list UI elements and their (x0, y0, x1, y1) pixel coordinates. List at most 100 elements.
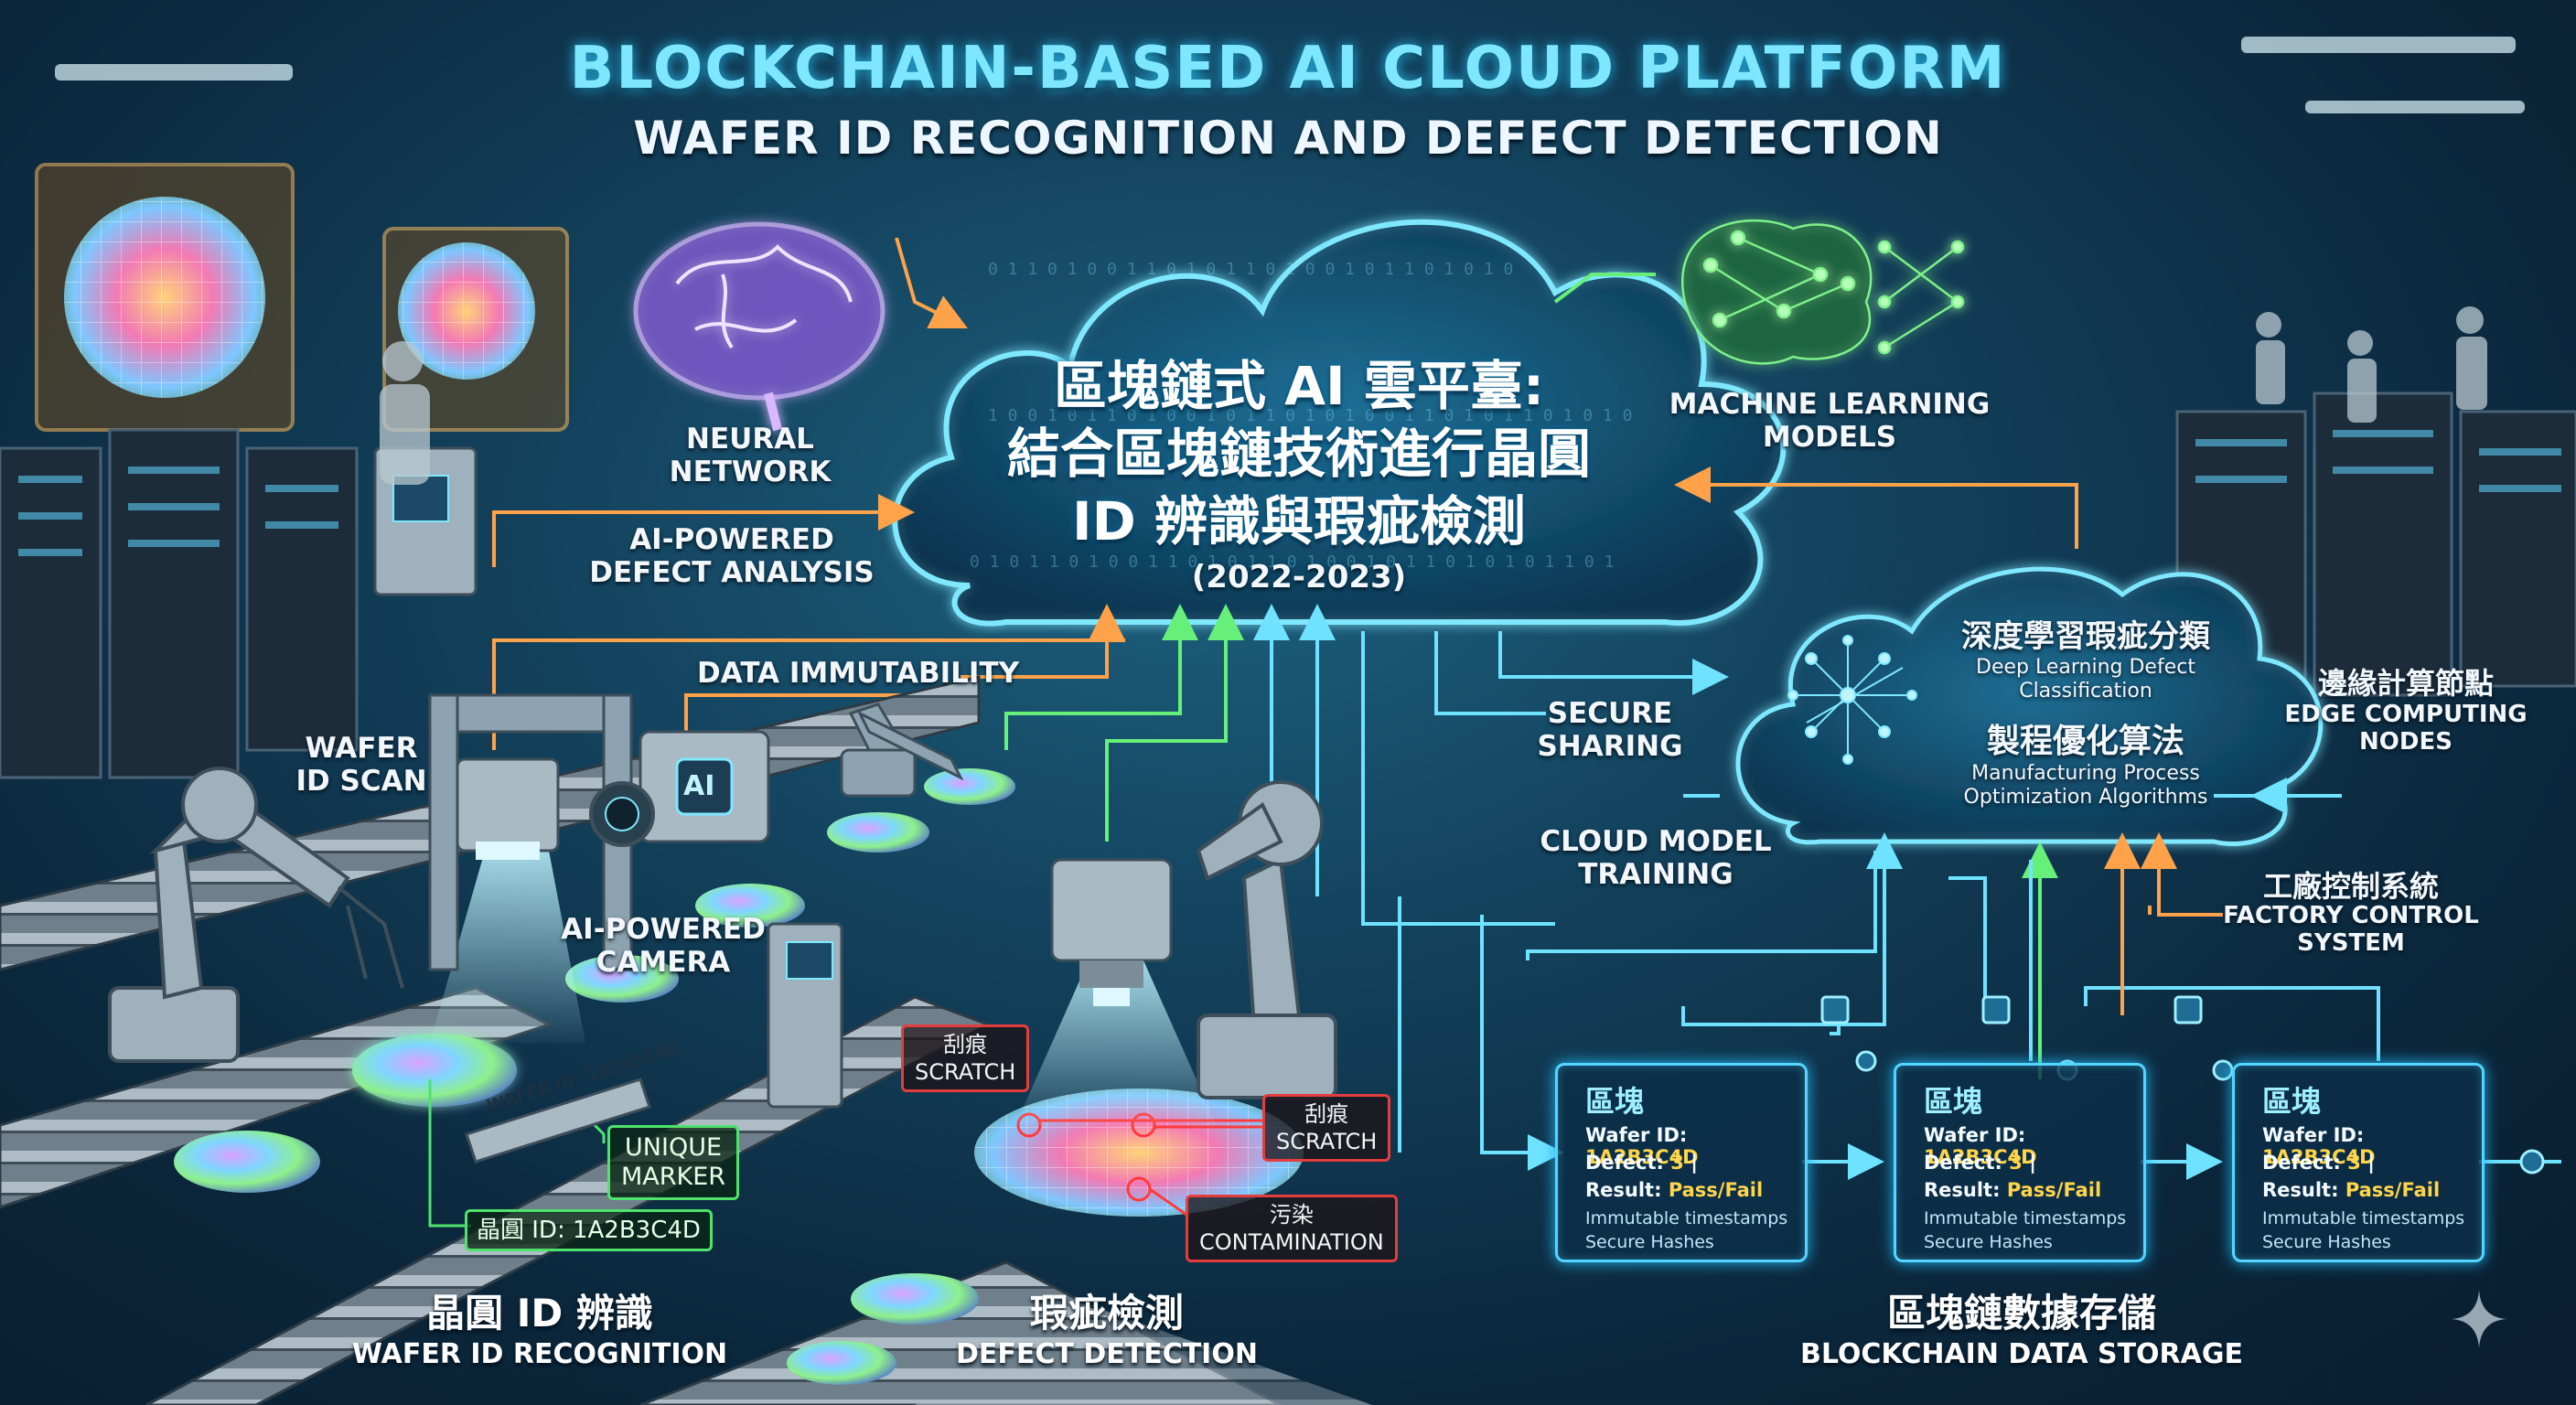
svg-text:1 0 0 1 0 1 1 0 1 0 0 1 0 1 1: 1 0 0 1 0 1 1 0 1 0 0 1 0 1 1 0 1 0 1 0 … (988, 406, 1632, 425)
defect-value: 3 (2009, 1152, 2023, 1174)
sub-title: WAFER ID RECOGNITION AND DEFECT DETECTIO… (633, 112, 1943, 165)
wafer-value: 1A2B3C4D (1924, 1146, 2037, 1168)
defect-tag-en: CONTAMINATION (1199, 1229, 1384, 1255)
robot-arm-back (840, 702, 964, 798)
secondary-cloud-text: 深度學習瑕疵分類 Deep Learning Defect Classifica… (1930, 611, 2241, 810)
block-note-timestamps: Immutable timestamps (1924, 1208, 2127, 1228)
block-title: 區塊 (1585, 1084, 1645, 1119)
section-chain-en: BLOCKCHAIN DATA STORAGE (1800, 1338, 2243, 1370)
factory-zh-label: 工廠控制系統 (2262, 869, 2439, 904)
section-blockchain: 區塊鏈數據存儲 BLOCKCHAIN DATA STORAGE (1793, 1282, 2250, 1370)
wafer-id-scan-label: WAFER ID SCAN (295, 732, 427, 798)
robot-arm-left (108, 767, 404, 1063)
result-label: Result: (1585, 1179, 1662, 1201)
result-value: Pass/Fail (2345, 1179, 2441, 1201)
dl-en-label: Deep Learning Defect Classification (1976, 656, 2195, 702)
defect-tag-zh: 刮痕 (1304, 1101, 1349, 1127)
section-defect: 瑕疵檢測 DEFECT DETECTION (915, 1282, 1299, 1370)
defect-camera (1050, 858, 1173, 1006)
defect-tag-contamination: 污染 CONTAMINATION (1186, 1195, 1398, 1262)
section-wafer-en: WAFER ID RECOGNITION (351, 1338, 728, 1370)
secure-sharing-label: SECURE SHARING (1537, 697, 1683, 763)
edge-zh-label: 邊緣計算節點 (2317, 666, 2494, 701)
block-note-hashes: Secure Hashes (1924, 1232, 2053, 1252)
mfg-zh-label: 製程優化算法 (1986, 723, 2184, 760)
block-result-row: Result: Pass/Fail (1924, 1179, 2101, 1201)
block-title: 區塊 (1924, 1084, 1983, 1119)
defect-suffix: | (2367, 1152, 2375, 1174)
section-wafer-id: 晶圓 ID 辨識 WAFER ID RECOGNITION (329, 1282, 750, 1370)
defect-label: Defect: (1924, 1152, 2002, 1174)
main-title: BLOCKCHAIN-BASED AI CLOUD PLATFORM (569, 35, 2007, 102)
block-note-timestamps: Immutable timestamps (1585, 1208, 1788, 1228)
edge-en-label: EDGE COMPUTING NODES (2284, 701, 2528, 756)
block-note-hashes: Secure Hashes (1585, 1232, 1714, 1252)
dl-zh-label: 深度學習瑕疵分類 (1961, 618, 2210, 655)
technician-figures (380, 306, 2487, 485)
defect-tag-zh: 污染 (1269, 1202, 1314, 1228)
neural-network-label: NEURAL NETWORK (669, 423, 832, 488)
ai-defect-analysis-label: AI-POWERED DEFECT ANALYSIS (589, 523, 875, 589)
brain-icon (633, 221, 886, 432)
cloud-line-1: 區塊鏈式 AI 雲平臺: (1053, 355, 1545, 417)
factory-en-label: FACTORY CONTROL SYSTEM (2223, 902, 2479, 957)
cloud-years: (2022-2023) (1191, 559, 1407, 595)
wafer-id-tag: 晶圓 ID: 1A2B3C4D (465, 1209, 713, 1251)
main-cloud-shape (892, 219, 1787, 627)
result-label: Result: (2262, 1179, 2339, 1201)
defect-tag-en: SCRATCH (1276, 1129, 1378, 1154)
unique-marker-tag: UNIQUE MARKER (607, 1125, 740, 1200)
block-note-hashes: Secure Hashes (2262, 1232, 2391, 1252)
block-result-row: Result: Pass/Fail (1585, 1179, 1763, 1201)
wafer-value: 1A2B3C4D (1585, 1146, 1699, 1168)
svg-text:0 1 0 1 1 0 1 0 0 1 1 0 1 0 1: 0 1 0 1 1 0 1 0 0 1 1 0 1 0 1 1 0 1 0 0 … (970, 552, 1614, 572)
block-wafer-row: Wafer ID: 1A2B3C4D (2262, 1124, 2482, 1168)
defect-label: Defect: (1585, 1152, 1664, 1174)
block-card: 區塊 Wafer ID: 1A2B3C4D Defect: 3 | Result… (1555, 1063, 1808, 1262)
machine-learning-label: MACHINE LEARNING MODELS (1669, 388, 1991, 454)
block-defect-row: Defect: 3 | (2262, 1152, 2375, 1174)
ai-camera (589, 730, 770, 847)
defect-tag-scratch-2: 刮痕 SCRATCH (1262, 1094, 1391, 1162)
block-defect-row: Defect: 3 | (1585, 1152, 1698, 1174)
cloud-text: 區塊鏈式 AI 雲平臺: 結合區塊鏈技術進行晶圓 ID 辨識與瑕疵檢測 (202… (951, 352, 1647, 595)
cloud-line-2: 結合區塊鏈技術進行晶圓 (1006, 423, 1591, 485)
defect-tag-scratch-1: 刮痕 SCRATCH (901, 1024, 1030, 1092)
data-immutability-label: DATA IMMUTABILITY (697, 657, 1020, 690)
defect-suffix: | (1690, 1152, 1698, 1174)
ceiling-lights (55, 37, 2525, 113)
camera-ai-badge: AI (683, 770, 715, 802)
server-racks-left (0, 428, 359, 779)
ai-camera-label: AI-POWERED CAMERA (561, 913, 766, 979)
ml-network-icon (1681, 219, 1965, 365)
wafer-label: Wafer ID: (1924, 1124, 2026, 1146)
section-defect-zh: 瑕疵檢測 (1029, 1291, 1184, 1335)
binary-rain: 0 1 1 0 1 0 0 1 1 0 1 0 1 1 0 1 0 0 1 0 … (970, 260, 1632, 572)
block-defect-row: Defect: 3 | (1924, 1152, 2036, 1174)
detect-beam (1015, 960, 1217, 1125)
defect-label: Defect: (2262, 1152, 2341, 1174)
wafer-label: Wafer ID: (1585, 1124, 1688, 1146)
robot-arm-right (1196, 780, 1337, 1099)
wall-wafer-screens (35, 163, 569, 432)
wafer-label: Wafer ID: (2262, 1124, 2365, 1146)
section-defect-en: DEFECT DETECTION (956, 1338, 1258, 1370)
svg-text:0 1 1 0 1 0 0 1 1 0 1 0 1 1 0: 0 1 1 0 1 0 0 1 1 0 1 0 1 1 0 1 0 0 1 0 … (988, 260, 1513, 279)
cloud-model-training-label: CLOUD MODEL TRAINING (1540, 825, 1772, 891)
block-wafer-row: Wafer ID: 1A2B3C4D (1585, 1124, 1805, 1168)
block-card: 區塊 Wafer ID: 1A2B3C4D Defect: 3 | Result… (2232, 1063, 2485, 1262)
block-card: 區塊 Wafer ID: 1A2B3C4D Defect: 3 | Result… (1894, 1063, 2146, 1262)
sparkle-icon (2452, 1290, 2506, 1348)
defect-value: 3 (1670, 1152, 1684, 1174)
wafer-value: 1A2B3C4D (2262, 1146, 2376, 1168)
cloud-line-3: ID 辨識與瑕疵檢測 (1072, 490, 1526, 552)
defect-tag-en: SCRATCH (915, 1059, 1016, 1085)
block-wafer-row: Wafer ID: 1A2B3C4D (1924, 1124, 2143, 1168)
defect-value: 3 (2347, 1152, 2361, 1174)
dl-network-icon (1787, 635, 1917, 765)
defect-tag-zh: 刮痕 (943, 1032, 988, 1057)
mfg-en-label: Manufacturing Process Optimization Algor… (1963, 762, 2208, 809)
result-label: Result: (1924, 1179, 2001, 1201)
